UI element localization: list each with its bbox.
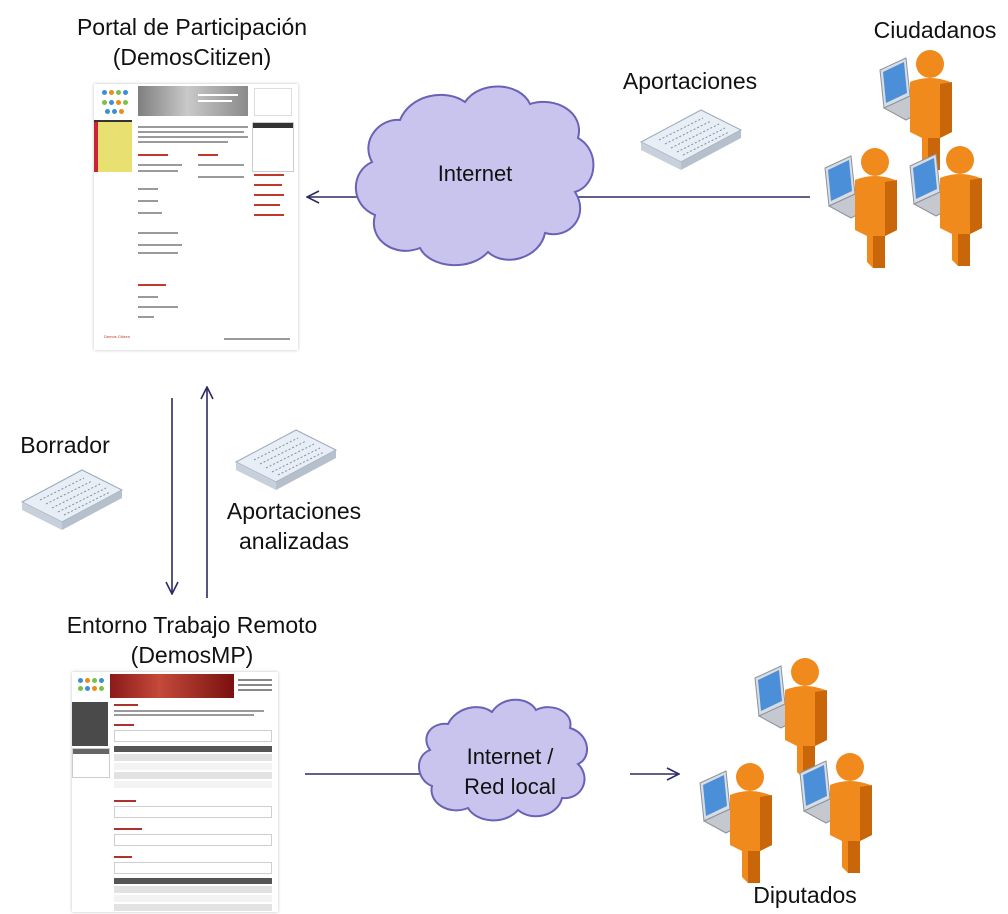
portal-banner xyxy=(138,86,248,116)
network-cloud-label-line1: Internet / xyxy=(466,744,554,769)
deputy-user-icon-2 xyxy=(699,762,773,884)
portal-title-line2: (DemosCitizen) xyxy=(112,44,272,70)
contributions-label: Aportaciones xyxy=(622,68,758,94)
remote-env-title-line1: Entorno Trabajo Remoto xyxy=(66,612,318,638)
citizen-user-icon-1 xyxy=(879,49,953,171)
citizen-user-icon-2 xyxy=(824,147,898,269)
portal-login-box xyxy=(254,88,292,116)
demos-mp-user-box xyxy=(236,676,274,696)
demos-citizen-screenshot: Demos Citizen xyxy=(94,84,298,350)
internet-cloud-label: Internet xyxy=(437,161,513,186)
portal-calendar xyxy=(252,122,294,172)
demos-mp-screenshot xyxy=(72,672,278,912)
citizen-user-icon-3 xyxy=(909,145,983,267)
network-cloud-label-line2: Red local xyxy=(464,774,556,799)
analyzed-label: Aportaciones analizadas xyxy=(210,496,378,556)
citizens-label: Ciudadanos xyxy=(873,17,997,43)
portal-footer-text: Demos Citizen xyxy=(104,334,131,339)
analyzed-label-line2: analizadas xyxy=(239,528,349,554)
remote-env-title-line2: (DemosMP) xyxy=(130,642,254,668)
demos-mp-side-nav xyxy=(72,702,108,746)
analyzed-label-line1: Aportaciones xyxy=(226,498,362,524)
remote-env-title: Entorno Trabajo Remoto (DemosMP) xyxy=(30,610,354,670)
demos-logo-icon xyxy=(100,88,132,118)
contributions-document-icon xyxy=(639,109,743,170)
internet-cloud-icon xyxy=(354,85,595,266)
demos-mp-banner xyxy=(110,674,234,698)
demos-mp-logo-icon xyxy=(76,676,110,698)
demos-mp-calendar xyxy=(72,748,110,778)
portal-left-nav xyxy=(94,122,132,172)
network-cloud-label: Internet / Red local xyxy=(450,742,570,802)
deputy-user-icon-3 xyxy=(799,752,873,874)
portal-title: Portal de Participación (DemosCitizen) xyxy=(40,12,344,72)
deputies-label: Diputados xyxy=(753,882,857,908)
draft-label: Borrador xyxy=(20,432,110,458)
deputy-user-icon-1 xyxy=(754,657,828,779)
network-cloud-icon xyxy=(418,698,588,822)
portal-title-line1: Portal de Participación xyxy=(76,14,308,40)
draft-document-icon xyxy=(20,469,124,530)
analyzed-document-icon xyxy=(234,429,338,490)
